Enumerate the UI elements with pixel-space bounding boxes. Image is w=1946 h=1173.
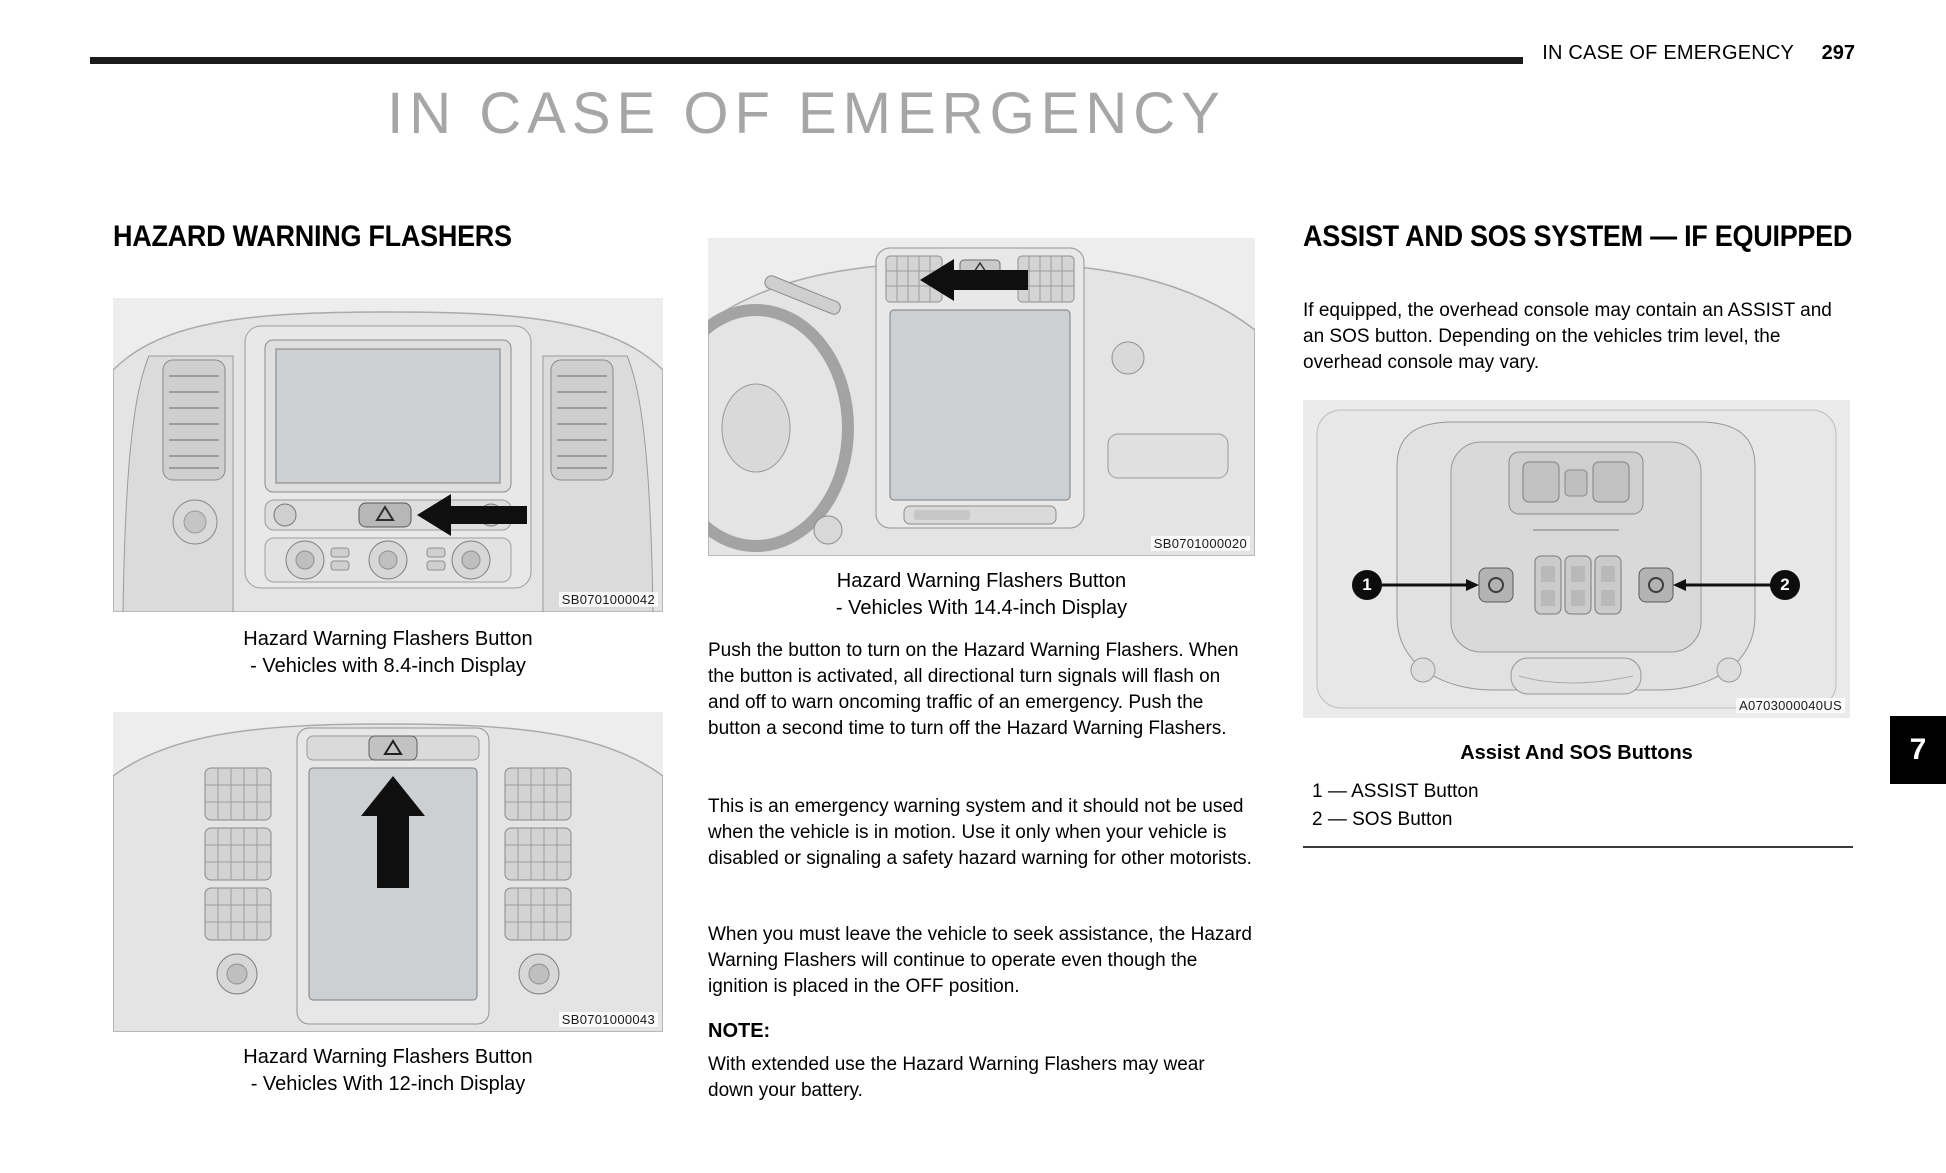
- header-rule: [90, 57, 1523, 64]
- section-heading-hazard-warning-flashers: HAZARD WARNING FLASHERS: [113, 220, 512, 253]
- paragraph-push-button: Push the button to turn on the Hazard Wa…: [708, 640, 1239, 739]
- left-arrow-icon: [417, 494, 527, 536]
- right-vent-stack: [504, 767, 572, 941]
- right-vent: [550, 359, 614, 481]
- dashboard-12-illustration: [113, 712, 663, 1032]
- legend-divider: [1303, 846, 1853, 848]
- figure-code-label: SB0701000020: [1150, 536, 1250, 551]
- touchscreen-8-4: [275, 348, 501, 484]
- caption-line: - Vehicles With 12-inch Display: [250, 1073, 526, 1095]
- left-vent-stack: [204, 767, 272, 941]
- left-arrow-icon: [920, 259, 1028, 301]
- legend-item-assist: 1 — ASSIST Button: [1312, 781, 1479, 802]
- figure-code-label: SB0701000042: [558, 592, 658, 607]
- hazard-triangle-icon: [383, 739, 403, 755]
- caption-assist-sos-buttons: Assist And SOS Buttons: [1460, 742, 1693, 764]
- caption-12-display: Hazard Warning Flashers Button - Vehicle…: [113, 1044, 663, 1098]
- caption-14-4-display: Hazard Warning Flashers Button - Vehicle…: [708, 568, 1255, 622]
- left-vent: [162, 359, 226, 481]
- touchscreen-14-4: [889, 309, 1071, 501]
- up-arrow-icon: [361, 776, 425, 888]
- figure-hazard-8-4-display: SB0701000042: [113, 298, 663, 612]
- paragraph-emergency-warning: This is an emergency warning system and …: [708, 796, 1252, 869]
- hazard-triangle-icon: [375, 505, 395, 521]
- dashboard-14-4-illustration: [708, 238, 1255, 556]
- callout-2-badge: 2: [1770, 570, 1800, 600]
- header-section-label: IN CASE OF EMERGENCY: [1542, 42, 1795, 64]
- caption-8-4-display: Hazard Warning Flashers Button - Vehicle…: [113, 626, 663, 680]
- figure-code-label: A0703000040US: [1736, 698, 1845, 713]
- paragraph-leave-vehicle: When you must leave the vehicle to seek …: [708, 924, 1252, 997]
- callout-1-badge: 1: [1352, 570, 1382, 600]
- dashboard-8-4-illustration: [113, 298, 663, 612]
- rocker-switches: [1534, 555, 1622, 615]
- figure-overhead-console: 1 2 A0703000040US: [1303, 400, 1850, 718]
- sunglasses-bin: [1510, 657, 1642, 695]
- sos-button: [1638, 567, 1674, 603]
- note-label: NOTE:: [708, 1020, 771, 1042]
- caption-line: - Vehicles with 8.4-inch Display: [250, 655, 526, 677]
- legend-item-sos: 2 — SOS Button: [1312, 809, 1453, 830]
- figure-code-label: SB0701000043: [558, 1012, 658, 1027]
- assist-sos-intro: If equipped, the overhead console may co…: [1303, 300, 1832, 373]
- figure-hazard-14-4-display: SB0701000020: [708, 238, 1255, 556]
- overhead-console-illustration: [1303, 400, 1850, 718]
- page-title: IN CASE OF EMERGENCY: [387, 81, 1226, 146]
- note-text: With extended use the Hazard Warning Fla…: [708, 1054, 1205, 1101]
- figure-hazard-12-display: SB0701000043: [113, 712, 663, 1032]
- chapter-tab: 7: [1890, 716, 1946, 784]
- turn-signal-stalk: [764, 275, 841, 315]
- section-heading-assist-sos: ASSIST AND SOS SYSTEM — IF EQUIPPED: [1303, 220, 1853, 253]
- header: IN CASE OF EMERGENCY 297: [1523, 42, 1855, 65]
- header-page-number: 297: [1821, 42, 1855, 64]
- hazard-button: [368, 735, 418, 761]
- caption-line: Hazard Warning Flashers Button: [243, 1046, 533, 1068]
- caption-line: - Vehicles With 14.4-inch Display: [835, 597, 1128, 619]
- caption-line: Hazard Warning Flashers Button: [243, 628, 533, 650]
- hazard-button: [358, 502, 412, 528]
- steering-wheel: [708, 304, 854, 552]
- assist-button: [1478, 567, 1514, 603]
- caption-line: Hazard Warning Flashers Button: [836, 570, 1127, 592]
